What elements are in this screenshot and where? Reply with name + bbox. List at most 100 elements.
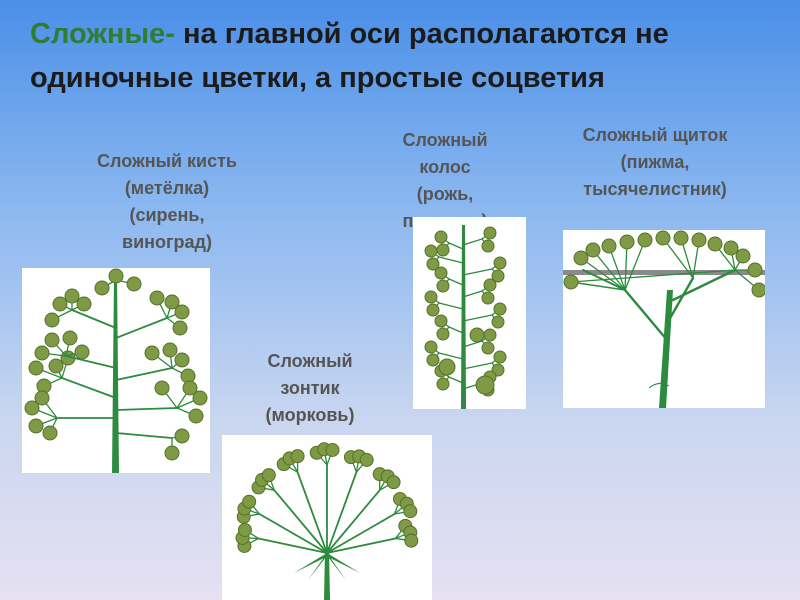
flower	[493, 256, 507, 270]
flower	[655, 230, 671, 246]
flower	[154, 380, 170, 396]
flower	[126, 276, 142, 292]
pedicel	[592, 249, 626, 291]
spikelet-branch	[448, 326, 464, 334]
pedicel	[662, 237, 694, 279]
flower	[434, 230, 448, 244]
main-stem	[659, 290, 673, 408]
side-branch	[623, 288, 669, 342]
flower	[483, 328, 497, 342]
flower	[44, 312, 60, 328]
flower	[436, 279, 450, 293]
flower	[424, 340, 438, 354]
flower	[34, 390, 50, 406]
flower	[64, 288, 80, 304]
umbel-ray	[326, 471, 358, 554]
label-line: зонтик	[280, 378, 340, 398]
flower	[44, 332, 60, 348]
umbel-ray	[258, 513, 328, 554]
bract	[308, 553, 327, 580]
flower	[52, 296, 68, 312]
flower	[601, 238, 617, 254]
flower	[149, 290, 165, 306]
flower	[563, 274, 579, 290]
flower	[637, 232, 653, 248]
flower	[174, 428, 190, 444]
flower	[619, 234, 635, 250]
umbel-ray	[296, 471, 328, 554]
spikelet-branch	[448, 278, 464, 286]
flower	[290, 449, 305, 464]
flower	[404, 533, 419, 548]
spikelet-branch	[462, 238, 483, 246]
flower	[188, 408, 204, 424]
side-branch	[71, 309, 117, 329]
flower	[174, 304, 190, 320]
label-line: Сложный щиток	[582, 125, 728, 145]
flower	[162, 342, 178, 358]
side-branch	[61, 377, 117, 399]
spikelet-branch	[448, 376, 464, 384]
flower	[76, 296, 92, 312]
flower	[74, 344, 90, 360]
label-line: (сирень,	[129, 205, 205, 225]
flower	[28, 360, 44, 376]
spikelet-branch	[438, 352, 464, 360]
spike-diagram	[424, 225, 507, 409]
flower	[436, 377, 450, 391]
flower	[491, 269, 505, 283]
umbel-ray	[326, 489, 381, 554]
side-branch	[115, 317, 168, 339]
bract	[327, 553, 346, 580]
flower	[493, 302, 507, 316]
pedicel	[608, 245, 626, 291]
level-bar	[563, 270, 765, 275]
bract	[294, 553, 327, 573]
umbel-diagram-panel	[222, 435, 432, 600]
main-stem	[461, 225, 466, 409]
flower	[426, 353, 440, 367]
flower	[436, 243, 450, 257]
panicle-diagram	[24, 268, 208, 473]
side-branch	[115, 407, 178, 411]
umbel-diagram	[235, 442, 419, 600]
label-line: Сложный	[402, 130, 488, 150]
pedicel	[580, 257, 626, 291]
corymb-diagram-panel	[563, 230, 765, 408]
flower	[192, 390, 208, 406]
slide-title: Сложные- на главной оси располагаются не…	[30, 12, 750, 100]
flower	[438, 358, 456, 376]
umbel-ray	[326, 537, 397, 554]
flower	[424, 290, 438, 304]
flower	[573, 250, 589, 266]
flower	[42, 425, 58, 441]
flower	[436, 327, 450, 341]
panicle-diagram-panel	[22, 268, 210, 473]
label-compound-panicle: Сложный кисть (метёлка) (сирень, виногра…	[62, 148, 272, 256]
spikelet-branch	[462, 314, 493, 322]
umbel-ray	[257, 537, 328, 554]
spikelet-branch	[462, 362, 493, 370]
label-line: (пижма,	[620, 152, 690, 172]
pedicel	[570, 281, 626, 291]
flower	[723, 240, 739, 256]
flower	[108, 268, 124, 284]
flower	[325, 442, 340, 457]
label-line: (морковь)	[265, 405, 355, 425]
pedicel	[570, 269, 736, 283]
flower	[359, 452, 374, 467]
flower	[426, 257, 440, 271]
flower	[434, 314, 448, 328]
flower	[691, 232, 707, 248]
flower	[424, 244, 438, 258]
spikelet-branch	[438, 302, 464, 310]
flower	[28, 418, 44, 434]
label-line: колос	[419, 157, 471, 177]
side-branch	[65, 355, 117, 369]
flower	[164, 445, 180, 461]
label-line: тысячелистник)	[583, 179, 727, 199]
label-line: (метёлка)	[124, 178, 210, 198]
spikelet-branch	[438, 256, 464, 264]
main-stem	[324, 550, 330, 600]
flower	[481, 291, 495, 305]
